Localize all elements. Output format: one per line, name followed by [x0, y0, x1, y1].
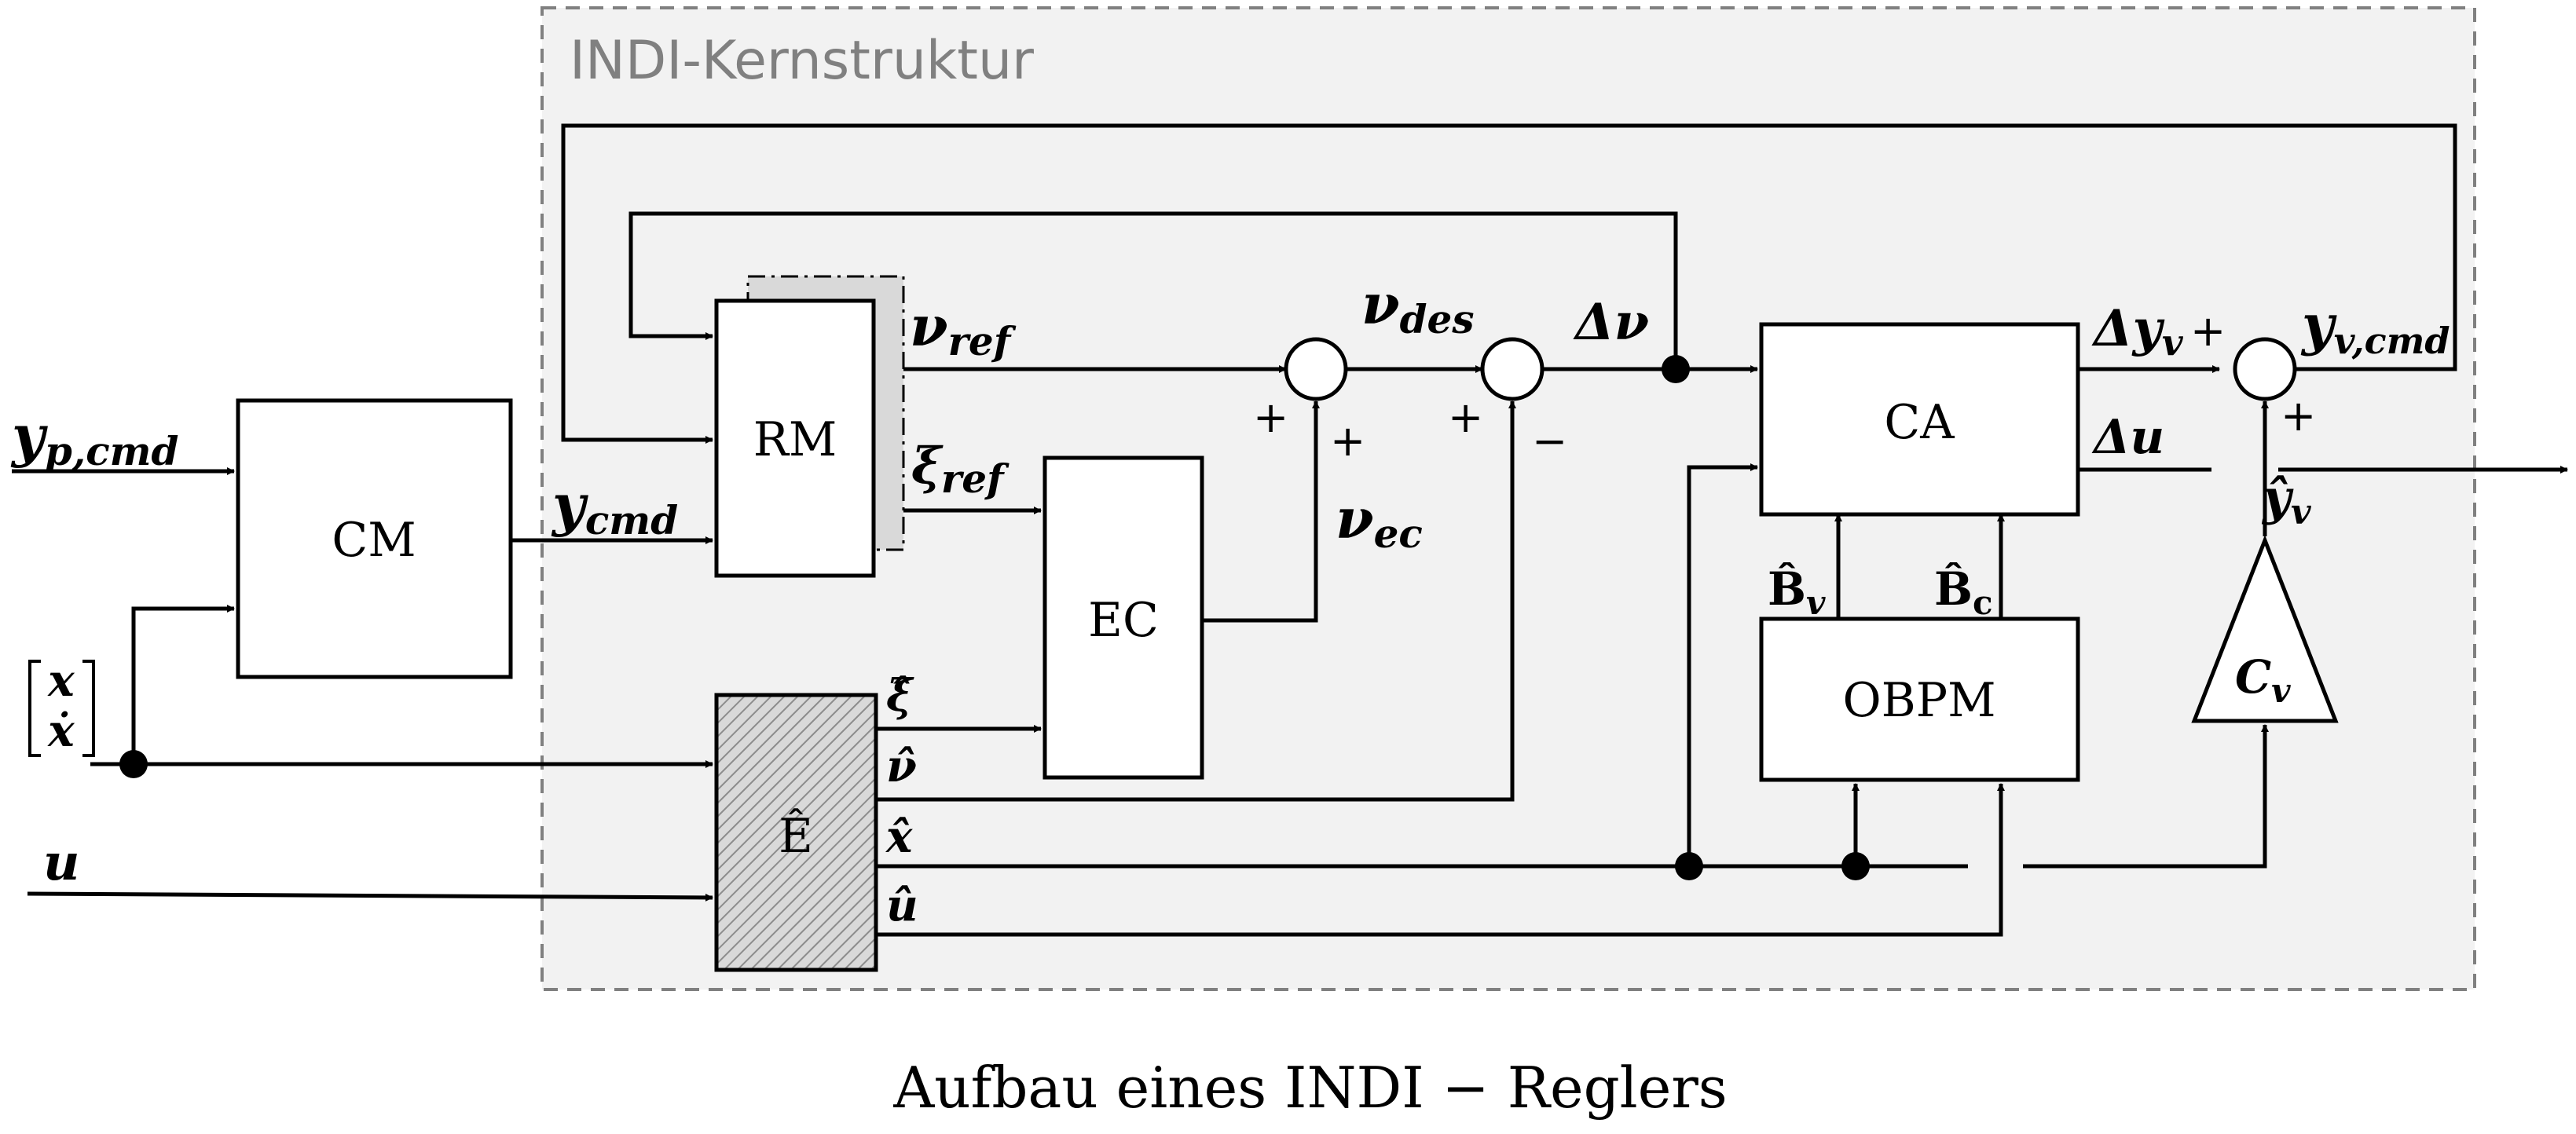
- label-nu-ref: νref: [910, 294, 1017, 364]
- label-y-hat-v: ŷv: [2261, 469, 2311, 532]
- wire-delta-nu-feedback: [628, 211, 1678, 369]
- wire-state-to-cm: [131, 605, 235, 764]
- wire-nu-ec: [1202, 401, 1320, 623]
- sign-sum1-bottom: +: [1330, 416, 1365, 466]
- sum-junction-2: [1480, 337, 1545, 401]
- ca-label: CA: [1884, 395, 1955, 450]
- state-x: x: [47, 655, 75, 707]
- state-x-dot: ẋ: [47, 705, 75, 757]
- branch-dot-x-hat-ca: [1675, 852, 1703, 880]
- label-x-hat: x̂: [885, 811, 913, 863]
- cm-block: CM: [236, 398, 513, 679]
- group-title: INDI-Kernstruktur: [570, 30, 1034, 92]
- label-b-hat-v: B̂v: [1768, 562, 1826, 622]
- sign-sum1-left: +: [1253, 393, 1288, 442]
- cm-label: CM: [332, 513, 416, 568]
- sum-junction-1: [1284, 337, 1348, 401]
- label-nu-hat: ν̂: [886, 741, 917, 792]
- estimator-label: Ê: [779, 808, 813, 864]
- label-y-cmd: ycmd: [551, 471, 678, 543]
- rm-block: RM: [714, 275, 905, 578]
- sign-sum3-top: +: [2190, 306, 2226, 356]
- sign-sum2-left: +: [1448, 393, 1483, 442]
- ec-label: EC: [1088, 593, 1159, 648]
- wire-u-hat: [876, 783, 2005, 937]
- sum-junction-3: [2233, 337, 2297, 401]
- label-y-p-cmd: yp,cmd: [10, 402, 179, 474]
- label-c-v: Cv: [2235, 650, 2291, 710]
- branch-dot-x-hat-obpm: [1841, 852, 1870, 880]
- label-u: u: [43, 833, 80, 892]
- cv-gain-block: [2191, 535, 2339, 723]
- obpm-label: OBPM: [1842, 673, 1995, 728]
- wire-nu-hat: [876, 401, 1516, 802]
- ec-block: EC: [1042, 455, 1204, 780]
- label-delta-nu: Δν: [1573, 293, 1649, 352]
- label-delta-u: Δu: [2091, 410, 2164, 465]
- rm-label: RM: [753, 412, 837, 467]
- wire-x-hat-to-cv: [2023, 724, 2269, 869]
- label-nu-ec: νec: [1336, 486, 1423, 557]
- obpm-block: OBPM: [1759, 616, 2080, 782]
- wire-yv-cmd-feedback: [561, 123, 2457, 444]
- wire-x-hat-to-ca: [1687, 463, 1758, 866]
- label-xi-ref: ξref: [911, 437, 1010, 502]
- ca-block: CA: [1759, 322, 2080, 517]
- sign-sum3-bottom: +: [2281, 391, 2316, 441]
- label-state-vector: x ẋ: [28, 655, 95, 757]
- branch-dot-state: [119, 750, 148, 778]
- label-xi-hat: ξ̂: [886, 670, 914, 722]
- label-b-hat-c: B̂c: [1934, 562, 1993, 622]
- label-nu-des: νdes: [1361, 272, 1475, 342]
- branch-dot-delta-nu: [1662, 355, 1690, 383]
- label-u-hat: û: [886, 880, 918, 931]
- wire-u-to-estimator: [27, 891, 713, 902]
- label-yv-cmd: yv,cmd: [2300, 292, 2450, 362]
- diagram-caption: Aufbau eines INDI − Reglers: [892, 1055, 1727, 1121]
- estimator-block: Ê: [714, 693, 878, 972]
- label-delta-yv: Δyv: [2091, 299, 2184, 364]
- sign-sum2-bottom: −: [1532, 416, 1567, 466]
